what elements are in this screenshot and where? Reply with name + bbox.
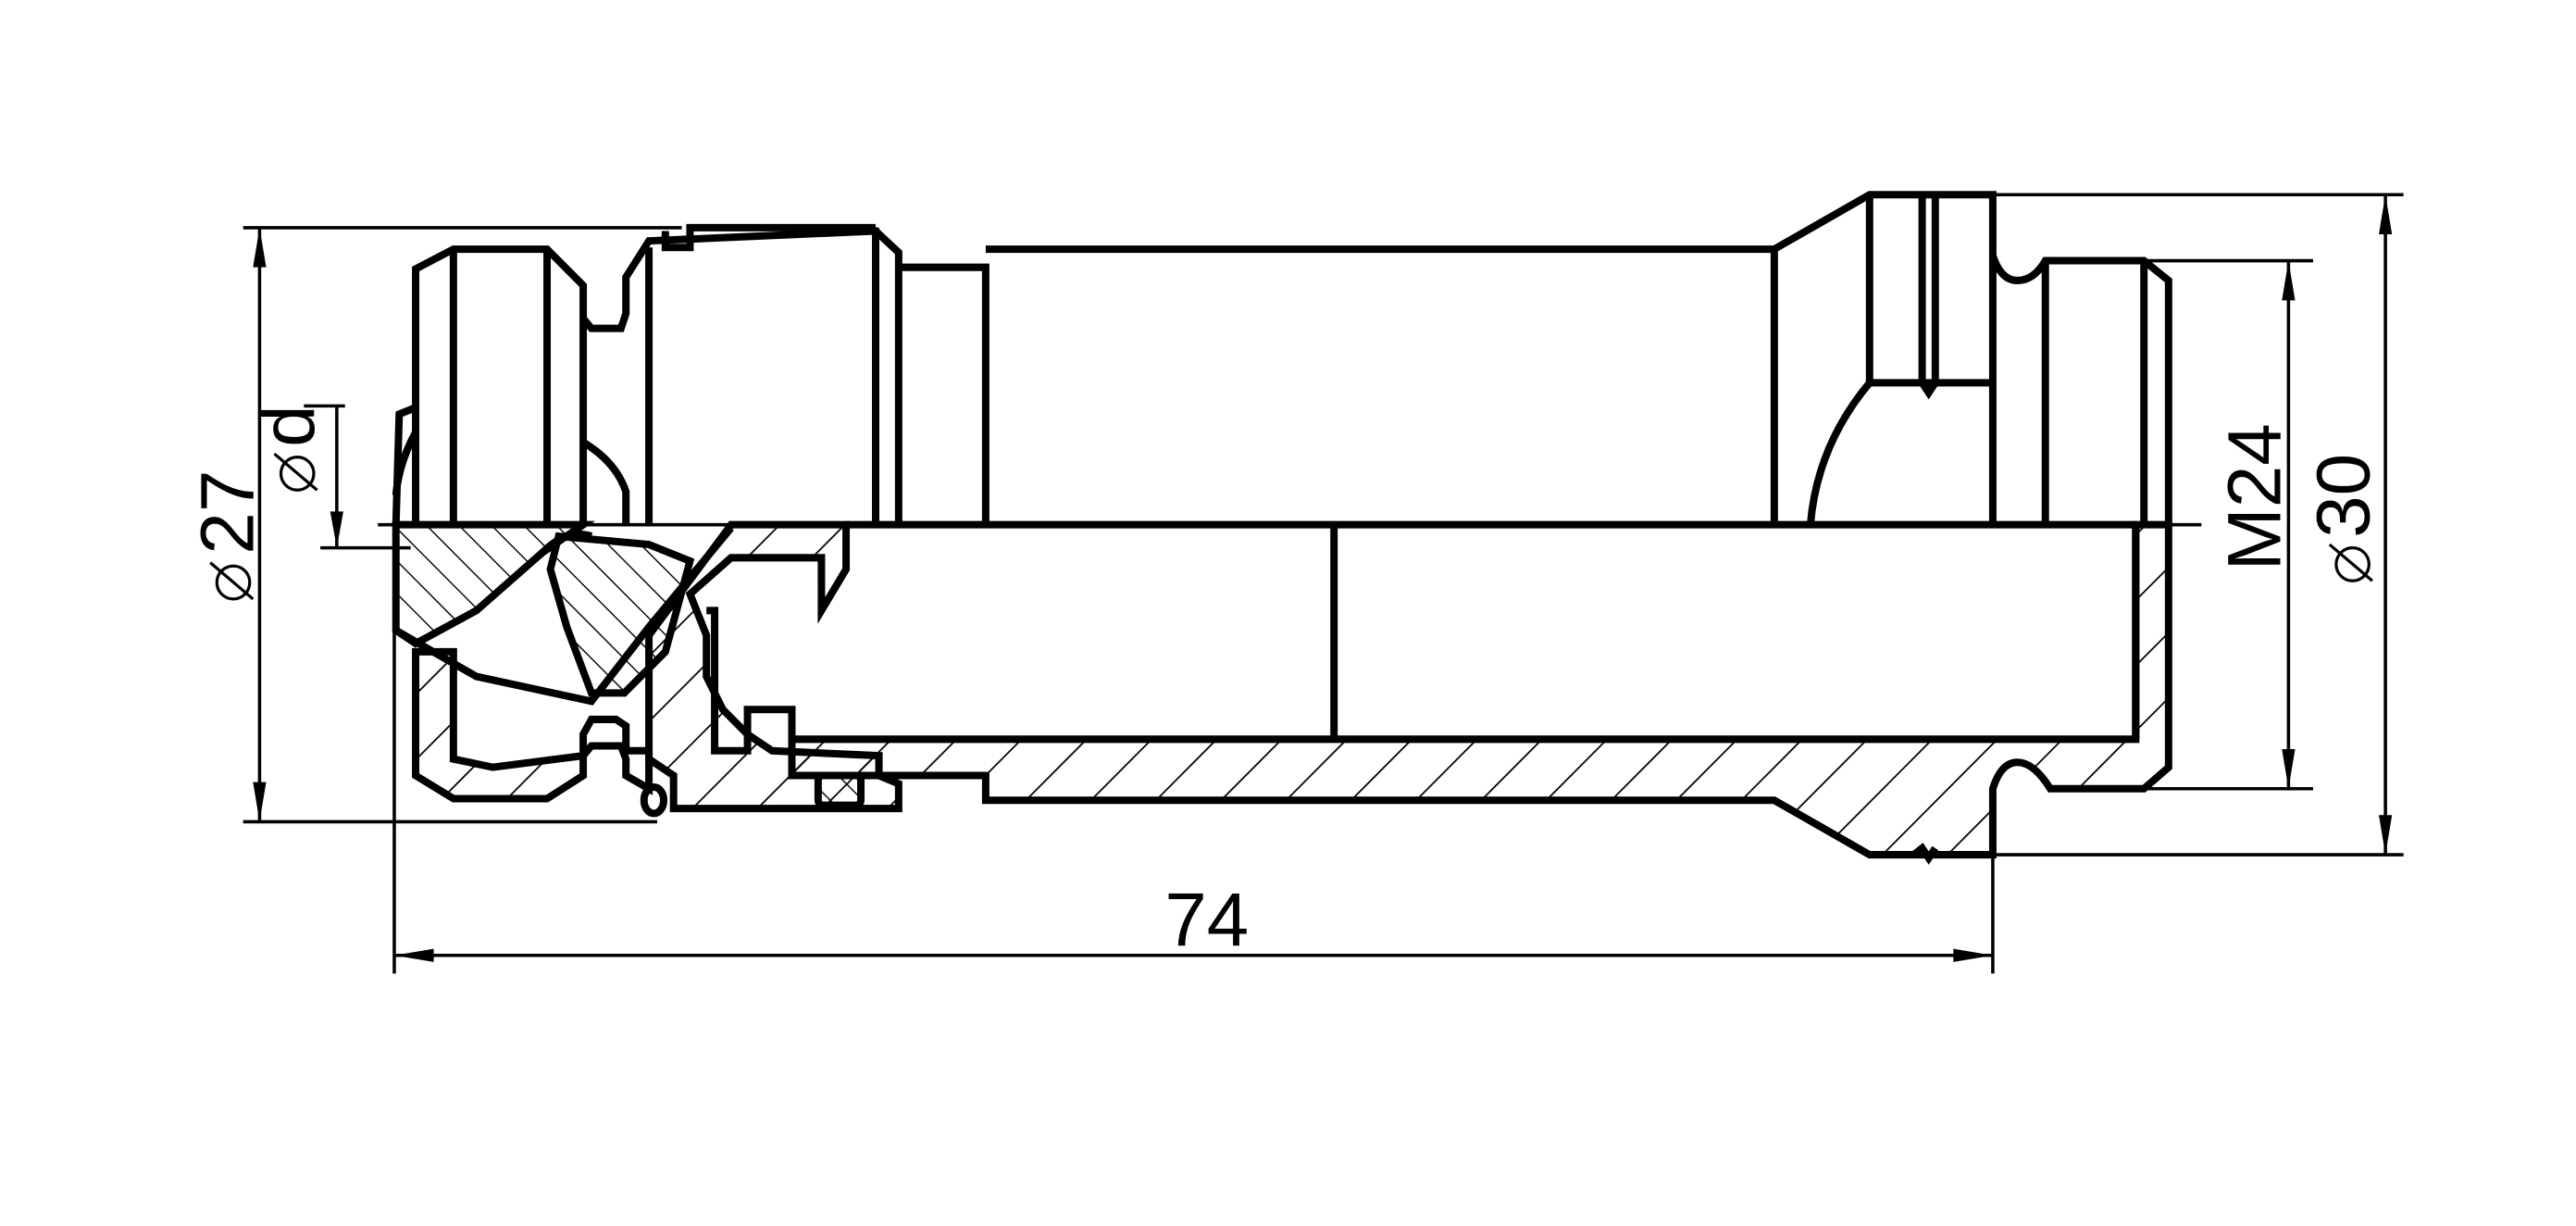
dimension-m24: M24	[2144, 258, 2314, 791]
dimension-length-74: 74	[392, 544, 1995, 974]
o-ring-small	[640, 782, 668, 818]
diameter-symbol-icon	[209, 561, 255, 601]
external-view-upper-half	[392, 191, 2172, 525]
label-length-74: 74	[1164, 878, 1249, 962]
diameter-symbol-icon	[273, 452, 318, 492]
dimension-diameter-30: 30	[1992, 193, 2404, 857]
section-view-lower-half	[392, 520, 2172, 865]
label-m24: M24	[2213, 423, 2297, 570]
diameter-symbol-icon	[2328, 543, 2373, 582]
dimension-diameter-d: d	[246, 404, 411, 550]
label-diameter-27: 27	[185, 470, 269, 555]
dimension-diameter-27: 27	[185, 226, 682, 824]
label-diameter-d: d	[246, 405, 330, 447]
label-diameter-30: 30	[2302, 454, 2386, 538]
o-ring	[814, 771, 865, 809]
